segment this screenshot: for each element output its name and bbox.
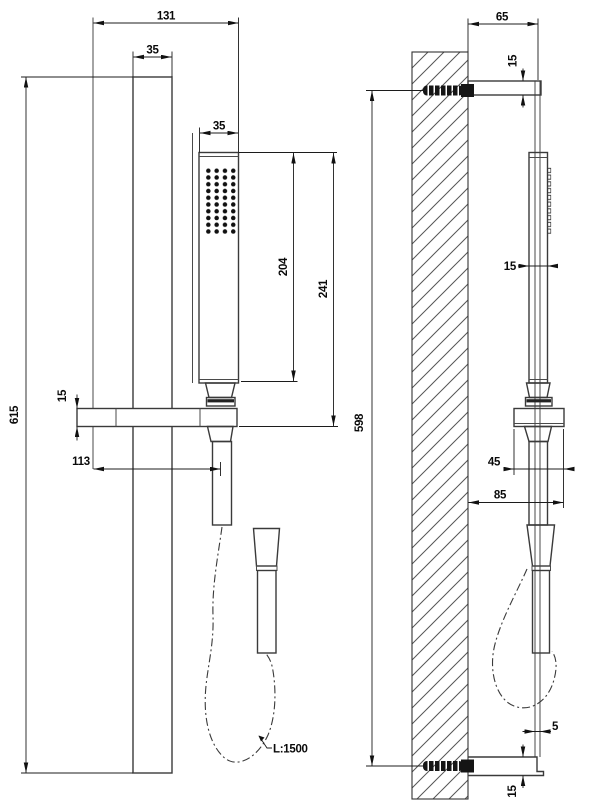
dim-35-head: 35 xyxy=(199,121,238,153)
dim-label-65: 65 xyxy=(496,12,509,24)
mounting-ring-side xyxy=(524,396,553,407)
hose-connector-tube xyxy=(256,569,277,654)
dim-65: 65 xyxy=(467,12,539,80)
mounting-ring-band xyxy=(207,399,234,403)
top-anchor-head xyxy=(461,84,474,97)
slider-bracket xyxy=(76,407,238,428)
hose-connector-cone xyxy=(252,527,281,567)
outlet-cone xyxy=(204,382,236,399)
dim-15-bracket: 15 xyxy=(57,389,80,441)
bottom-anchor-head xyxy=(461,759,474,773)
side-view xyxy=(411,51,565,800)
dim-label-35-head: 35 xyxy=(213,121,226,133)
hose-connector-cone-side xyxy=(526,524,556,567)
outlet-cone-side xyxy=(525,382,551,399)
front-view xyxy=(76,17,281,774)
dim-label-204: 204 xyxy=(278,257,290,276)
dim-15-top-mount: 15 xyxy=(508,54,526,108)
dim-label-15-depth: 15 xyxy=(504,261,517,273)
dim-241: 241 xyxy=(239,153,338,427)
nozzle-bumps xyxy=(547,167,552,235)
hose-curve xyxy=(204,526,276,763)
dim-label-15-top: 15 xyxy=(508,54,520,67)
dim-5: 5 xyxy=(522,721,559,734)
bottom-anchor-screw xyxy=(423,761,463,771)
dim-label-45: 45 xyxy=(488,457,501,469)
hose-length-label: L:1500 xyxy=(273,744,308,756)
dim-15-bottom-mount: 15 xyxy=(507,744,526,798)
dim-598: 598 xyxy=(354,90,426,767)
hose-curve-side xyxy=(492,568,557,709)
dim-label-241: 241 xyxy=(318,279,330,298)
mounting-ring xyxy=(205,396,236,407)
handle-grip xyxy=(211,440,233,526)
dim-85: 85 xyxy=(468,429,564,508)
dimensions: 131 35 35 615 15 xyxy=(9,11,575,798)
dim-label-15-bottom: 15 xyxy=(507,785,519,798)
dim-label-15-bracket: 15 xyxy=(57,389,69,402)
dim-131: 131 xyxy=(93,11,239,152)
dim-15-depth: 15 xyxy=(504,261,558,273)
grip-taper xyxy=(206,425,234,443)
dim-35-rail: 35 xyxy=(132,45,173,77)
bottom-mount-arm xyxy=(468,756,545,777)
handle-grip-side xyxy=(528,440,549,526)
dim-113: 113 xyxy=(72,456,221,476)
leader-arrow xyxy=(258,735,265,742)
top-mount-arm xyxy=(467,80,542,96)
dim-45: 45 xyxy=(488,429,575,475)
dim-label-113: 113 xyxy=(72,456,90,468)
dim-label-85: 85 xyxy=(494,490,507,502)
dim-label-131: 131 xyxy=(157,11,176,23)
dim-label-35-rail: 35 xyxy=(146,45,159,57)
dim-label-598: 598 xyxy=(354,413,366,432)
dim-label-615: 615 xyxy=(9,405,21,424)
dim-204: 204 xyxy=(238,152,337,382)
top-anchor-screw xyxy=(423,85,463,96)
mounting-ring-band-side xyxy=(526,399,551,403)
wall-section xyxy=(411,51,469,800)
hand-shower-side xyxy=(528,151,549,384)
dim-615: 615 xyxy=(9,76,133,774)
spray-nozzles xyxy=(204,167,238,235)
dim-label-5: 5 xyxy=(552,721,559,733)
grip-taper-side xyxy=(523,425,553,443)
hose-connector-tube-side xyxy=(531,569,551,654)
